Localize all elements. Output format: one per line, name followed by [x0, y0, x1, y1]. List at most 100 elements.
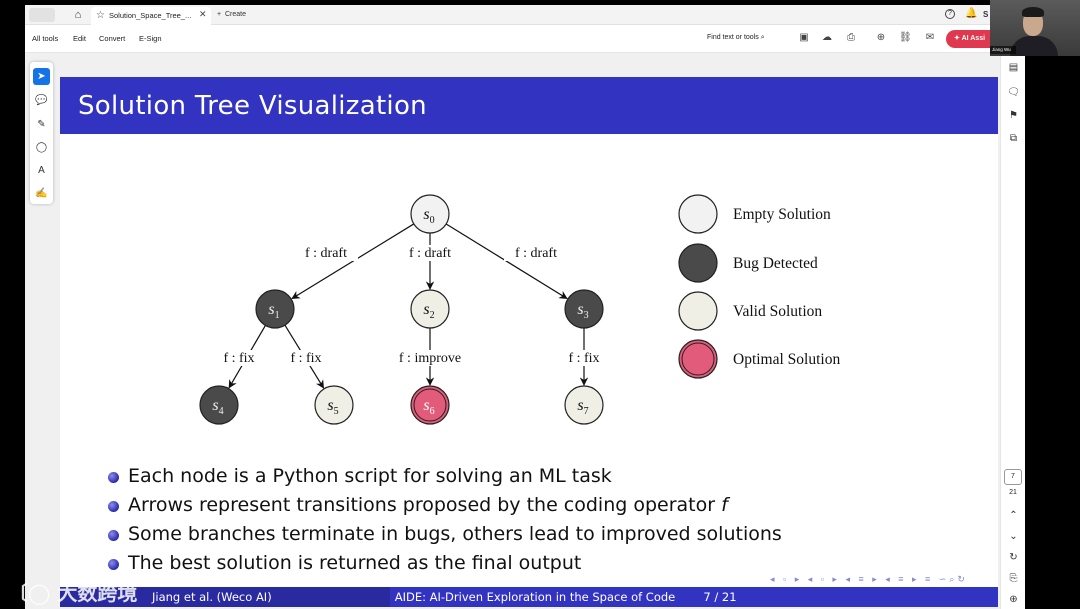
node-subscript: 0 — [430, 215, 435, 226]
add-comment-icon[interactable]: 💬 — [35, 95, 48, 106]
presenter-hair — [1022, 7, 1044, 17]
comments-icon[interactable]: 🗨 — [1007, 87, 1020, 98]
right-sidebar: ▤ 🗨 ⚑ ⧉ 7 21 ⌃ ⌄ ↻ ⎘ ⊕ — [1000, 53, 1025, 609]
bullet-text: Arrows represent transitions proposed by… — [128, 494, 722, 516]
edge-label: f : fix — [223, 351, 254, 366]
legend-item-bug: Bug Detected — [678, 243, 818, 283]
node-subscript: 4 — [219, 406, 224, 417]
ai-assistant-button[interactable]: ✦ AI Assi — [946, 30, 1000, 48]
bullet-item: Each node is a Python script for solving… — [108, 462, 782, 491]
legend-item-empty: Empty Solution — [678, 194, 831, 234]
legend-swatch-ring — [681, 342, 715, 376]
help-icon[interactable]: ? — [945, 9, 955, 19]
pages-icon[interactable]: ⧉ — [1009, 133, 1018, 144]
lasso-icon[interactable]: ◯ — [35, 142, 48, 153]
tree-node-s1: s1 — [255, 289, 295, 329]
signature-icon[interactable]: ✍ — [35, 188, 48, 199]
node-label: s2 — [423, 301, 434, 321]
node-label: s1 — [268, 301, 279, 321]
node-label: s3 — [577, 301, 588, 321]
edge-label-background — [294, 245, 358, 261]
node-label: s6 — [423, 397, 434, 417]
menu-all-tools[interactable]: All tools — [32, 34, 59, 43]
print-icon[interactable]: ⎙ — [847, 32, 855, 43]
select-cursor-icon[interactable]: ➤ — [33, 68, 50, 85]
tab-menu-button[interactable] — [29, 8, 55, 22]
node-label: s0 — [423, 206, 434, 226]
node-circle — [410, 385, 450, 425]
edge-arrow-s0-s1 — [291, 223, 415, 300]
node-label: s4 — [212, 397, 223, 417]
left-tool-palette: ➤ 💬 ✎ ◯ A ✍ — [30, 62, 53, 204]
node-subscript: 1 — [275, 310, 280, 321]
create-tab-button[interactable]: + Create — [217, 11, 246, 18]
refresh-icon[interactable]: ↻ — [1009, 552, 1018, 563]
bullet-item: Arrows represent transitions proposed by… — [108, 491, 782, 520]
save-page-icon[interactable]: ⎘ — [1009, 573, 1018, 584]
chevron-up-icon[interactable]: ⌃ — [1009, 510, 1018, 521]
legend-label: Optimal Solution — [733, 351, 840, 368]
slide-header-bar: Solution Tree Visualization — [60, 77, 998, 134]
legend-swatch — [678, 339, 718, 379]
text-box-icon[interactable]: A — [38, 165, 45, 176]
bullet-text: Some branches terminate in bugs, others … — [128, 523, 782, 545]
watermark-text: 大数跨境 — [57, 581, 138, 605]
node-circle — [564, 385, 604, 425]
menu-convert[interactable]: Convert — [99, 34, 126, 43]
save-icon[interactable]: ▣ — [799, 32, 809, 43]
presenter-name: Jiang Wu — [990, 46, 1016, 54]
tab-solution-space-tree[interactable]: ☆ Solution_Space_Tree_... — [91, 7, 211, 25]
chevron-down-icon[interactable]: ⌄ — [1009, 531, 1018, 542]
node-subscript: 5 — [334, 406, 339, 417]
find-text-or-tools[interactable]: Find text or tools ⌕ — [707, 34, 765, 42]
node-circle — [314, 385, 354, 425]
close-tab-icon[interactable]: ✕ — [199, 9, 207, 19]
node-label: s7 — [577, 397, 588, 417]
star-icon[interactable]: ☆ — [96, 10, 105, 21]
legend-label: Empty Solution — [733, 206, 831, 223]
legend-item-optimal: Optimal Solution — [678, 339, 840, 379]
browser-tab-bar: ⌂ ☆ Solution_Space_Tree_... ✕ + Create ?… — [25, 5, 1000, 25]
home-icon[interactable]: ⌂ — [74, 9, 82, 21]
node-subscript: 6 — [430, 406, 435, 417]
bullet-dot-icon — [108, 501, 119, 512]
slide-footer: Jiang et al. (Weco AI) AIDE: AI-Driven E… — [60, 587, 998, 607]
link-icon[interactable]: ⛓ — [899, 32, 912, 43]
node-subscript: 2 — [430, 310, 435, 321]
current-page-input[interactable]: 7 — [1004, 469, 1022, 485]
search-zoom-icon[interactable]: ⊕ — [876, 32, 886, 43]
watermark-logo: 〔◯ 大数跨境 — [8, 581, 138, 605]
bullet-operator-symbol: f — [721, 494, 728, 516]
tab-title: Solution_Space_Tree_... — [109, 11, 192, 20]
user-initial[interactable]: S — [983, 10, 989, 19]
presenter-webcam: Jiang Wu — [990, 0, 1080, 56]
bullet-item: The best solution is returned as the fin… — [108, 549, 782, 578]
node-subscript: 7 — [584, 406, 589, 417]
beamer-navigation-symbols[interactable]: ◂ ▫ ▸ ◂ ▫ ▸ ◂ ≡ ▸ ◂ ≡ ▸ ≡ ∽⌕↻ — [770, 574, 968, 584]
edge-label: f : draft — [515, 246, 557, 261]
bookmark-icon[interactable]: ⚑ — [1009, 110, 1018, 121]
menu-edit[interactable]: Edit — [73, 34, 86, 43]
menu-esign[interactable]: E-Sign — [139, 34, 162, 43]
zoom-in-icon[interactable]: ⊕ — [1009, 594, 1018, 605]
upload-cloud-icon[interactable]: ☁ — [822, 32, 832, 43]
legend-swatch — [678, 243, 718, 283]
edge-label: f : fix — [568, 351, 599, 366]
find-text-label: Find text or tools — [707, 34, 759, 41]
total-pages: 21 — [1009, 489, 1017, 496]
bullet-list: Each node is a Python script for solving… — [108, 462, 782, 578]
ai-summary-icon[interactable]: ▤ — [1008, 62, 1019, 73]
slide-page: Solution Tree Visualization f : draft f :… — [60, 77, 998, 607]
edge-label: f : improve — [399, 351, 461, 366]
edge-label: f : draft — [305, 246, 347, 261]
mail-icon[interactable]: ✉ — [925, 32, 935, 43]
pen-icon[interactable]: ✎ — [37, 119, 46, 130]
tree-node-s2: s2 — [410, 289, 450, 329]
document-viewport[interactable]: Solution Tree Visualization f : draft f :… — [25, 53, 1000, 609]
edge-arrow-s0-s3 — [445, 223, 568, 300]
node-subscript: 3 — [584, 310, 589, 321]
edge-label-background — [398, 245, 462, 261]
bell-icon[interactable]: 🔔 — [965, 8, 978, 19]
footer-author-block — [60, 587, 390, 607]
edge-label: f : draft — [409, 246, 451, 261]
